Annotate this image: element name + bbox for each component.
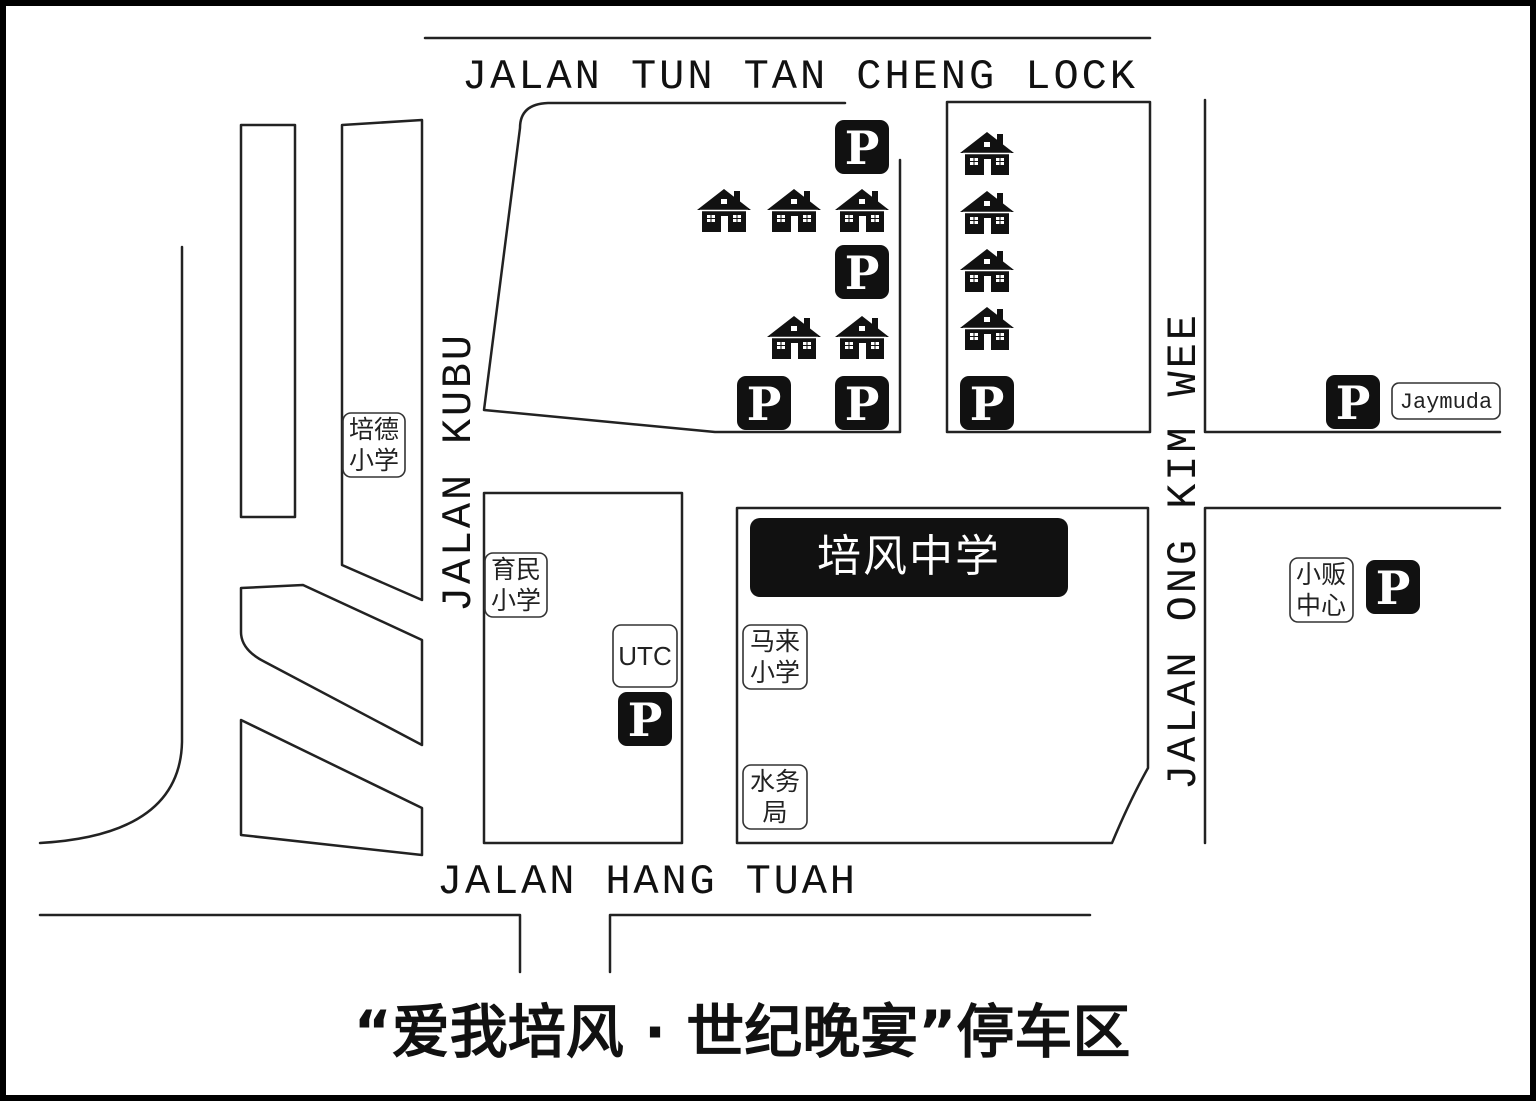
- landmark-jaymuda: Jaymuda: [1391, 382, 1501, 420]
- landmark-malay-school: 马来 小学: [742, 624, 808, 690]
- landmark-line: 培德: [349, 415, 399, 444]
- landmark-box: [484, 552, 548, 618]
- parking-icon: P: [835, 376, 889, 431]
- pei-teck-block: [340, 118, 424, 602]
- southwest-wedge-block: [239, 718, 424, 857]
- landmark-box: [742, 764, 808, 830]
- landmark-line: 小贩: [1296, 560, 1346, 589]
- landmark-box: [1289, 557, 1354, 623]
- parking-icon: P: [618, 692, 672, 747]
- school-name: 培风中学: [817, 531, 1001, 582]
- street-label-south: JALAN HANG TUAH: [437, 858, 855, 906]
- west-road-curve: [38, 245, 184, 845]
- housing-block: [482, 101, 902, 434]
- landmark-box: [1391, 382, 1501, 420]
- parking-icon: P: [1366, 560, 1420, 615]
- west-wedge-block: [239, 583, 424, 747]
- parking-icon: P: [835, 245, 889, 300]
- yok-bin-block: [482, 491, 684, 845]
- landmark-line: 局: [762, 798, 787, 827]
- landmark-box: [742, 624, 808, 690]
- school-banner: [750, 518, 1068, 597]
- landmark-line: 小学: [491, 586, 541, 615]
- street-label-east: JALAN ONG KIM WEE: [1160, 315, 1208, 790]
- landmark-line: 中心: [1296, 591, 1346, 620]
- parking-label: P: [845, 121, 880, 175]
- landmark-utc: UTC: [612, 624, 678, 688]
- landmark-line: 水务: [750, 767, 800, 796]
- landmark-water-office: 水务 局: [742, 764, 808, 830]
- parking-icon: P: [1326, 375, 1380, 430]
- landmark-line: 马来: [750, 627, 800, 656]
- parking-label: P: [845, 246, 880, 300]
- road-network: [38, 36, 1502, 974]
- south-road-east-edge: [608, 913, 1092, 974]
- parking-label: P: [747, 377, 782, 431]
- landmark-box: [612, 624, 678, 688]
- school-block: [735, 506, 1150, 845]
- landmark-label: UTC: [618, 641, 671, 671]
- landmark-box: [342, 412, 406, 478]
- parking-label: P: [970, 377, 1005, 431]
- parking-icon: P: [835, 120, 889, 175]
- east-south-corner: [1203, 506, 1502, 845]
- east-north-corner: [1203, 98, 1502, 434]
- landmark-label: Jaymuda: [1400, 390, 1492, 415]
- parking-label: P: [1336, 376, 1371, 430]
- parking-label: P: [845, 377, 880, 431]
- parking-icon: P: [737, 376, 791, 431]
- parking-icon: P: [960, 376, 1014, 431]
- south-road-west-edge: [38, 913, 522, 974]
- landmark-line: 小学: [750, 658, 800, 687]
- landmark-pay-fong-school: 培风中学: [750, 518, 1068, 597]
- map-caption: “爱我培风 · 世纪晚宴”停车区: [354, 998, 1131, 1066]
- parking-label: P: [1376, 561, 1411, 615]
- landmark-yok-bin-school: 育民 小学: [484, 552, 548, 618]
- landmark-hawker-centre: 小贩 中心: [1289, 557, 1354, 623]
- parking-label: P: [628, 693, 663, 747]
- landmark-pei-teck-school: 培德 小学: [342, 412, 406, 478]
- west-block-strip: [239, 123, 297, 519]
- landmark-line: 小学: [349, 446, 399, 475]
- northeast-block: [945, 100, 1152, 434]
- landmark-line: 育民: [491, 555, 541, 584]
